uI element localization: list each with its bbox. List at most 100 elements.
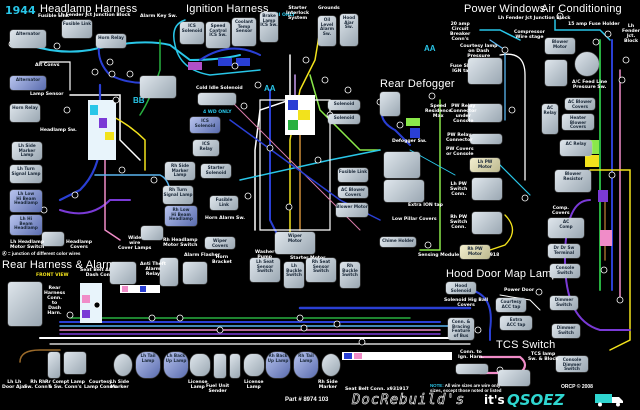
label-rh-side-marker-rear: Rh Side Marker bbox=[318, 380, 338, 390]
junction-marker bbox=[344, 86, 352, 94]
wire-green-ignition bbox=[309, 74, 381, 151]
label-tcs-lamp: TCS lamp Sw. & Block bbox=[528, 352, 559, 362]
marker-4wd-only: 4 WD ONLY bbox=[203, 110, 232, 115]
connector-ac-yellow bbox=[585, 155, 599, 167]
component-cold-idle-solenoid bbox=[198, 93, 236, 105]
junction-marker bbox=[66, 311, 74, 319]
component-pw-relay-block bbox=[468, 58, 502, 84]
connector-central-green bbox=[288, 120, 298, 130]
marker-bb: BB bbox=[133, 96, 145, 105]
junction-marker bbox=[108, 70, 116, 78]
label-anti-theft: Anti Theft Alarm Relay bbox=[140, 262, 166, 277]
label-rh-pw-switch: Rh PW Switch Conn. bbox=[450, 215, 468, 230]
component-ac-relay-vertical: AC Relay bbox=[542, 104, 558, 134]
junction-marker bbox=[106, 58, 114, 66]
junction-marker bbox=[244, 192, 252, 200]
component-chime-holder: Chime Holder bbox=[380, 237, 416, 247]
component-fusible-link-3: Fusible Link bbox=[338, 168, 368, 182]
wire-blue-ignition bbox=[199, 47, 261, 61]
label-ac-pressure-sw: A/C Feed Line Pressure Sw. bbox=[572, 80, 608, 90]
junction-marker bbox=[314, 156, 322, 164]
component-hood-solenoid: Hood Solenoid bbox=[446, 282, 476, 294]
label-headlamp-covers: Headlamp Covers bbox=[66, 240, 93, 250]
section-title-tcs-switch: TCS Switch bbox=[496, 339, 556, 351]
component-ac-pressure-sw bbox=[575, 52, 599, 76]
component-alternator-2: Alternator bbox=[10, 76, 46, 90]
component-fuel-unit-sender bbox=[214, 354, 226, 378]
junction-marker bbox=[501, 46, 509, 54]
label-power-door: Power Door bbox=[504, 288, 535, 293]
junction-marker bbox=[118, 166, 126, 174]
wire-white-pw bbox=[499, 53, 526, 181]
component-lh-pw-motor: Lh PW Motor bbox=[470, 158, 500, 172]
section-title-headlamp: Headlamp Harness bbox=[40, 3, 138, 15]
component-headlamp-module bbox=[140, 76, 176, 98]
component-pw-relay-console bbox=[468, 104, 502, 122]
tagline-prefix: it's bbox=[484, 393, 505, 407]
marker-aa-2: AA bbox=[424, 44, 436, 53]
component-hood-ajar: Hood Ajar Sw. bbox=[340, 14, 358, 46]
connector-ac-pink bbox=[600, 230, 612, 246]
component-tcs-switch bbox=[498, 370, 530, 386]
junction-marker bbox=[333, 320, 341, 328]
connector-blocks bbox=[80, 58, 612, 360]
component-ac-housing bbox=[545, 60, 567, 86]
label-rh-headlamp-motor: Rh Headlamp Motor Switch bbox=[163, 238, 198, 248]
note-label: NOTE: bbox=[430, 383, 444, 388]
label-courtesy-dash: Courtesy lamp on Dash Pressure bbox=[460, 44, 498, 59]
label-defogger-sw: Defogger Sw. bbox=[392, 139, 427, 144]
wire-white-headlamp-2 bbox=[39, 61, 71, 91]
label-grounds-ign: Grounds bbox=[318, 6, 340, 11]
component-dr-dr-sw: Dr Dr Sw Terminal bbox=[548, 244, 580, 258]
component-rear-harness-conn bbox=[8, 282, 42, 326]
connector-sensing-module bbox=[342, 352, 452, 360]
component-speed-control-ics: Speed Control ICS Sw. bbox=[206, 22, 230, 48]
wire-white-hood bbox=[499, 294, 541, 311]
component-coolant-temp: Coolant Temp Sensor bbox=[232, 18, 256, 46]
label-circuit-breaker: 20 amp Circuit Breaker Conn's bbox=[450, 22, 471, 42]
connector-defogger-blue bbox=[410, 128, 420, 138]
wire-lightgreen-defogger bbox=[419, 99, 441, 251]
label-clutch-starter: Starter Interlock System bbox=[286, 6, 310, 21]
component-dimmer-switch-1: Dimmer Switch bbox=[550, 296, 578, 310]
component-lh-pw-switch bbox=[472, 178, 502, 200]
connector-ignition-blue-1 bbox=[218, 58, 232, 66]
connector-defogger-green bbox=[406, 118, 420, 126]
junction-marker bbox=[285, 203, 293, 211]
component-console-switch: Console Switch bbox=[550, 264, 580, 278]
component-blower-covers: AC Blower Covers bbox=[338, 186, 368, 198]
junction-marker bbox=[556, 12, 564, 20]
section-title-rear-defogger: Rear Defogger bbox=[380, 78, 455, 90]
junction-marker bbox=[616, 296, 624, 304]
component-ics-solenoid-4wd: ICS Solenoid bbox=[190, 117, 220, 133]
junction-marker bbox=[521, 194, 529, 202]
component-lh-buckle-switch: Lh Buckle Switch bbox=[284, 262, 304, 288]
junction-marker bbox=[63, 106, 71, 114]
section-title-ignition: Ignition Harness bbox=[186, 3, 269, 15]
junction-marker bbox=[622, 56, 630, 64]
component-lh-tail-lamp: Lh Tail Lamp bbox=[136, 352, 160, 378]
label-horn-bracket: Horn Bracket bbox=[212, 255, 232, 265]
component-starter-sw: Starter Solenoid bbox=[201, 164, 231, 178]
label-rear-harness-conn: Rear Harness Conn. to Dash Harn. bbox=[44, 286, 66, 316]
component-blower-motor: Blower Motor bbox=[545, 38, 575, 54]
junction-marker bbox=[302, 56, 310, 64]
component-solenoid-2: Solenoid bbox=[328, 114, 360, 124]
component-lh-low-hi-beam: Lh Low Hi Beam Headlamp bbox=[10, 190, 42, 212]
junction-marker bbox=[300, 324, 308, 332]
junction-marker bbox=[112, 96, 120, 104]
wire-yellow-pw bbox=[489, 214, 514, 251]
label-rr-compt-lamp: Rr Compt Lamp & Sw. Conn's bbox=[45, 380, 85, 390]
label-fusible-link: Fusible Link bbox=[38, 14, 69, 19]
component-courtesy-acc: Courtesy ACC tap bbox=[496, 298, 526, 312]
label-lh-door-ajar: Lh Lh Door Ajar bbox=[2, 380, 27, 390]
label-washer-pump: Washer Pump bbox=[255, 250, 275, 260]
component-license-lamp-2 bbox=[244, 354, 264, 376]
label-low-pillar: Low Pillar Covers bbox=[392, 217, 437, 222]
wire-cyan-ignition bbox=[173, 19, 261, 76]
component-lh-seat-sensor: Lh Seat Sensor Switch bbox=[250, 258, 280, 282]
junction-marker bbox=[240, 102, 248, 110]
component-conn-ign-harn bbox=[456, 364, 488, 374]
component-rh-pw-motor: Rh PW Motor bbox=[460, 245, 490, 259]
